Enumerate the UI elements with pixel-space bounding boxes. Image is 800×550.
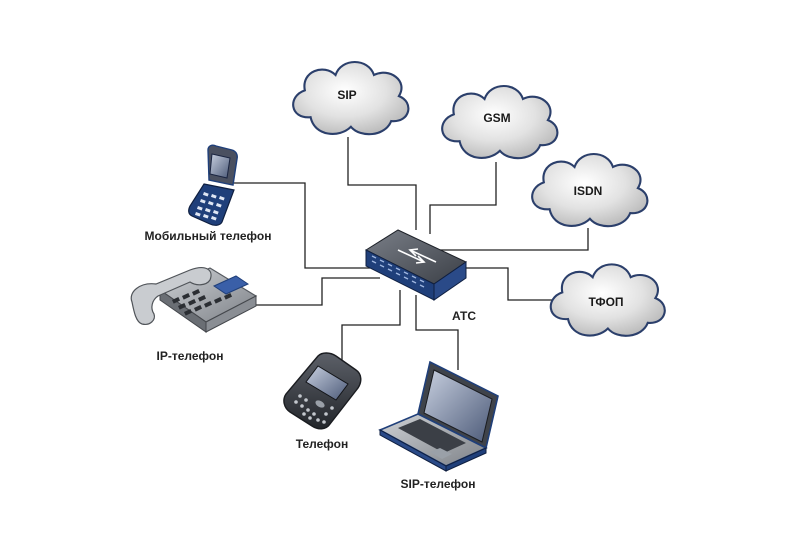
mobile-phone-icon: [188, 144, 238, 226]
connections: [234, 137, 589, 370]
cloud-tfop-label: ТФОП: [588, 295, 623, 309]
sip-phone-laptop-icon: [378, 360, 499, 472]
sip-phone-label: SIP-телефон: [401, 477, 476, 491]
cloud-sip-label: SIP: [337, 88, 356, 102]
ip-phone-icon: [130, 267, 258, 333]
wire-ip-phone: [255, 277, 380, 306]
phone-icon: [283, 352, 362, 430]
phone-label: Телефон: [296, 437, 348, 451]
wire-mobile: [234, 182, 370, 269]
pbx-switch-icon: [364, 229, 468, 301]
cloud-gsm-label: GSM: [483, 111, 510, 125]
ip-phone-label: IP-телефон: [157, 349, 224, 363]
wire-gsm: [429, 162, 497, 234]
wire-isdn: [440, 228, 589, 251]
wire-tfop: [462, 267, 553, 301]
pbx-label: АТС: [452, 309, 476, 323]
cloud-isdn-label: ISDN: [574, 184, 603, 198]
wire-sip: [347, 137, 417, 230]
wire-sip-phone: [415, 295, 459, 370]
wire-phone: [341, 290, 401, 362]
mobile-phone-label: Мобильный телефон: [145, 229, 272, 243]
